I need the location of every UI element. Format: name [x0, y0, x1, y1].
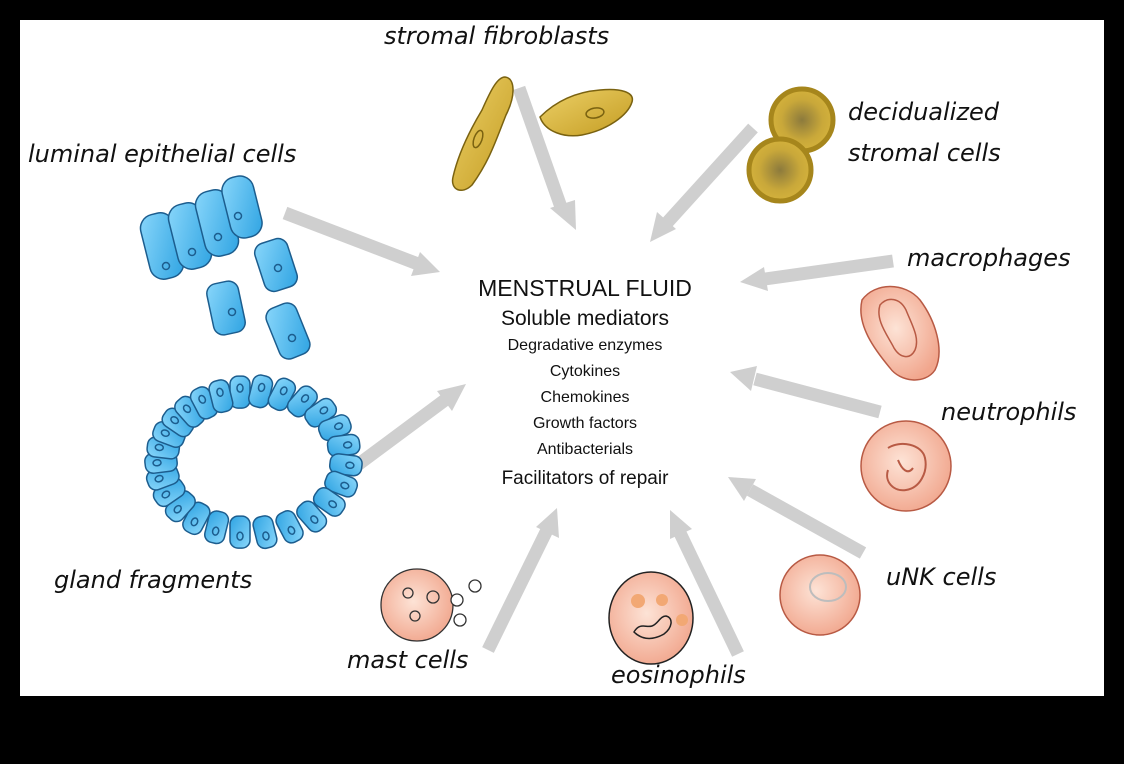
label-decidualized-line1: decidualized	[848, 98, 999, 126]
diagram-panel: stromal fibroblasts decidualized stromal…	[20, 20, 1104, 696]
arrow-icon	[670, 510, 744, 657]
neutrophil-icon	[860, 420, 952, 512]
mediator-item: Growth factors	[532, 415, 638, 432]
epithelial-cell-icon	[139, 175, 311, 360]
arrow-icon	[282, 206, 440, 276]
unk-cell-icon	[779, 554, 861, 636]
diagram-art	[139, 76, 952, 665]
label-gland-fragments: gland fragments	[54, 566, 253, 594]
center-title: MENSTRUAL FLUID	[478, 275, 692, 301]
fibroblast-cell-icon	[451, 76, 634, 192]
arrow-icon	[730, 366, 882, 419]
arrow-icon	[482, 508, 559, 653]
center-footer: Facilitators of repair	[501, 468, 669, 489]
arrow-icon	[650, 123, 758, 242]
label-macrophages: macrophages	[907, 244, 1071, 272]
decidual-cell-icon	[746, 86, 836, 204]
label-neutrophils: neutrophils	[941, 398, 1077, 426]
label-eosinophils: eosinophils	[611, 661, 746, 689]
mediator-item: Chemokines	[540, 389, 630, 406]
arrow-icon	[728, 477, 867, 559]
mediator-item: Antibacterials	[536, 441, 634, 458]
mediator-item: Degradative enzymes	[507, 337, 663, 354]
label-luminal-epithelial-cells: luminal epithelial cells	[28, 140, 297, 168]
label-mast-cells: mast cells	[347, 646, 469, 674]
eosinophil-icon	[608, 571, 694, 665]
arrow-icon	[740, 254, 894, 291]
label-stromal-fibroblasts: stromal fibroblasts	[384, 22, 610, 50]
mediator-item: Cytokines	[549, 363, 621, 380]
menstrual-fluid-box: MENSTRUAL FLUID Soluble mediators Degrad…	[420, 273, 750, 495]
label-unk-cells: uNK cells	[886, 563, 997, 591]
center-subtitle: Soluble mediators	[500, 307, 670, 330]
label-decidualized-line2: stromal cells	[848, 139, 1001, 168]
arrow-icon	[512, 85, 576, 230]
mast-cell-icon	[380, 568, 482, 642]
gland-icon	[144, 374, 363, 550]
macrophage-icon	[860, 285, 940, 381]
label-decidualized-stromal-cells: decidualized stromal cells	[848, 92, 1001, 175]
